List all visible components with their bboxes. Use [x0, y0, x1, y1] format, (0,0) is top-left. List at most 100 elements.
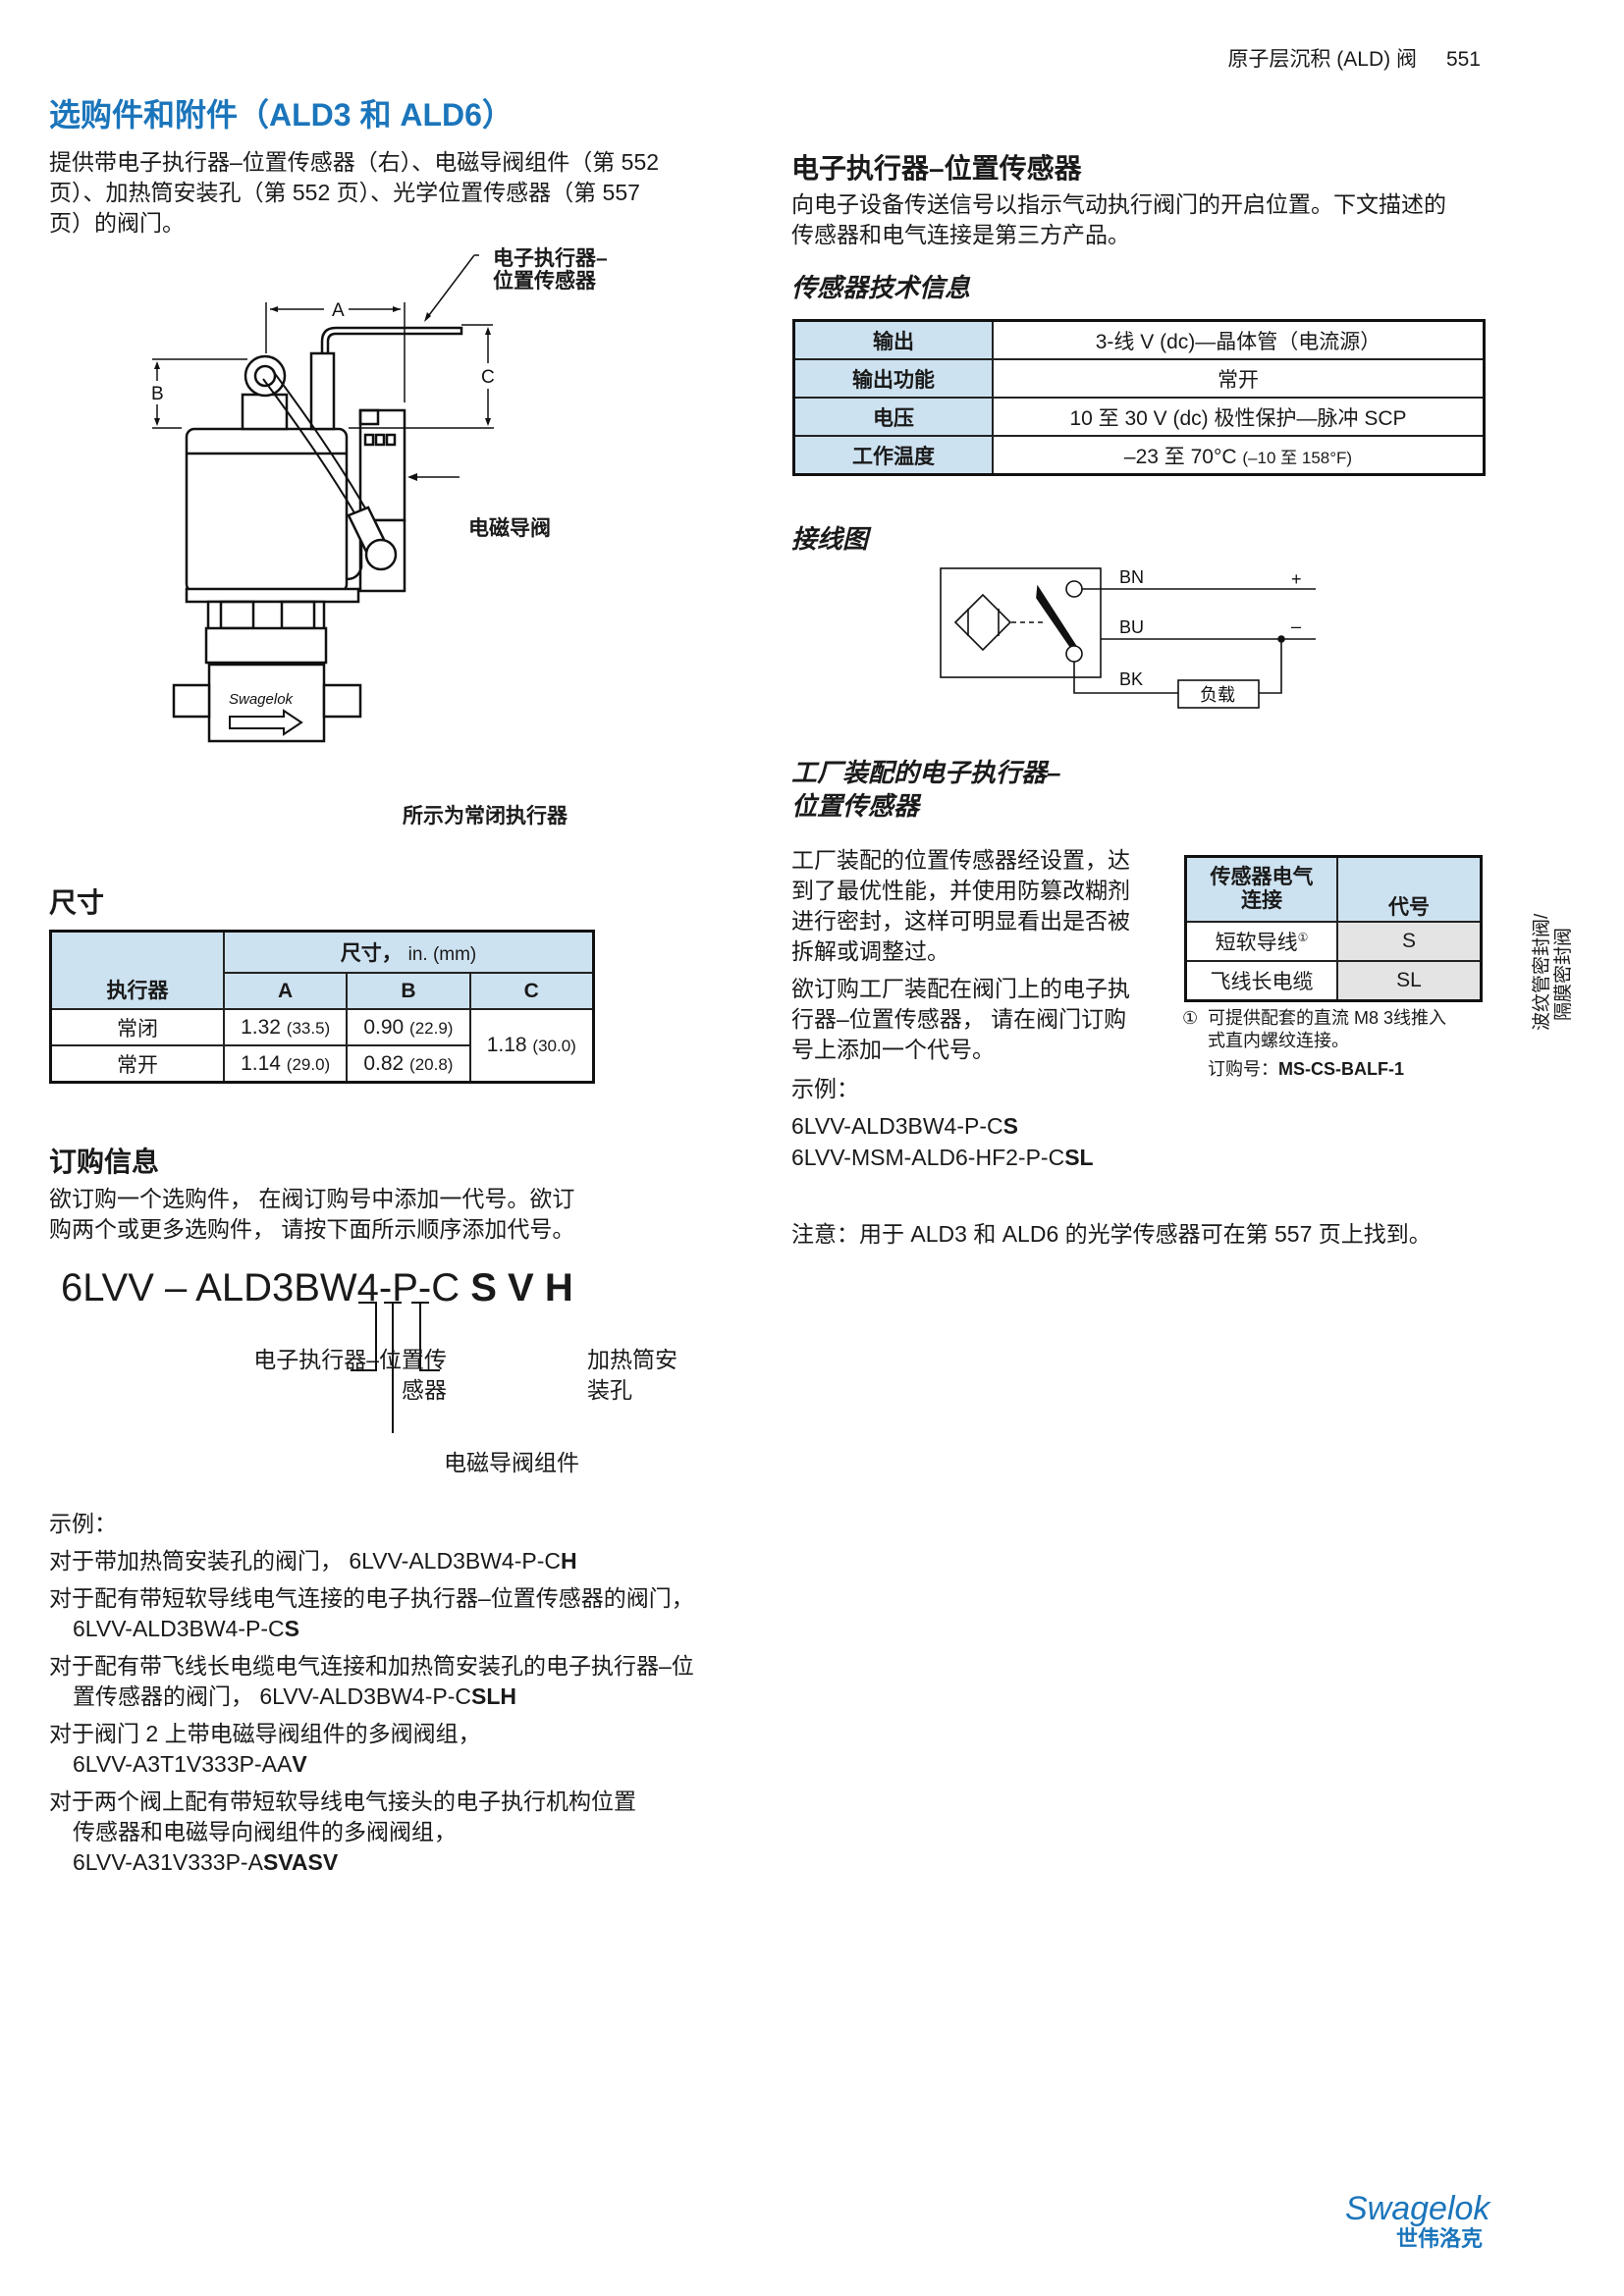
cell: 0.90 (22.9): [346, 1008, 471, 1046]
factory-text-2: 欲订购工厂装配在阀门上的电子执行器–位置传感器， 请在阀门订购号上添加一个代号。: [791, 974, 1164, 1065]
code-suffix: S: [1002, 1113, 1018, 1139]
spec-key: 输出: [792, 319, 994, 360]
col-b: B: [346, 972, 471, 1010]
example-line: 对于阀门 2 上带电磁导阀组件的多阀阀组，: [49, 1721, 481, 1746]
example-line: 传感器和电磁导向阀组件的多阀阀组，: [73, 1819, 457, 1844]
spec-key: 电压: [792, 397, 994, 437]
wiring-diagram: BN BU BK + – 负载: [940, 567, 1316, 709]
temp-c: –23 至 70°C: [1123, 445, 1237, 468]
value: 1.32: [241, 1015, 281, 1039]
solenoid-callout: 电磁导阀: [468, 517, 551, 540]
value: 1.18: [486, 1034, 527, 1056]
cell: 短软导线①: [1184, 921, 1338, 962]
solenoid: [358, 408, 406, 522]
factory-heading: 工厂装配的电子执行器–位置传感器: [791, 756, 1060, 823]
sensor-callout: 电子执行器–位置传感器: [493, 247, 608, 293]
dim-b-label: B: [151, 384, 164, 404]
spec-value: 3-线 V (dc)—晶体管（电流源）: [992, 319, 1486, 360]
value: 0.90: [363, 1015, 405, 1039]
code-base: 6LVV-ALD3BW4-P-C: [791, 1113, 1003, 1139]
text-line: 感器: [402, 1377, 447, 1403]
wiring-heading: 接线图: [791, 524, 869, 554]
ordering-text: 欲订购一个选购件， 在阀订购号中添加一代号。欲订购两个或更多选购件， 请按下面所…: [49, 1184, 574, 1245]
code-base: 6LVV-A3T1V333P-AA: [73, 1751, 293, 1777]
example-line: 对于配有带飞线长电缆电气连接和加热筒安装孔的电子执行器–位: [49, 1653, 694, 1679]
minus-sign: –: [1291, 616, 1301, 636]
example-item: 对于阀门 2 上带电磁导阀组件的多阀阀组， 6LVV-A3T1V333P-AAV: [49, 1719, 756, 1780]
text-line: 欲订购一个选购件， 在阀订购号中添加一代号。欲订: [49, 1186, 575, 1211]
text-line: 拆解或调整过。: [791, 938, 949, 964]
example-code: 6LVV-ALD3BW4-P-CS: [73, 1616, 299, 1641]
col-group: 尺寸， in. (mm): [223, 930, 595, 974]
cell: 常闭: [49, 1008, 225, 1046]
col-group-label: 尺寸，: [340, 942, 403, 965]
cell: S: [1336, 921, 1483, 962]
swagelok-logo: Swagelok 世伟洛克: [1345, 2191, 1489, 2252]
order-number: 订购号：MS-CS-BALF-1: [1208, 1058, 1446, 1081]
spec-key: 输出功能: [792, 358, 994, 399]
label-heater: 加热筒安装孔: [587, 1345, 677, 1406]
value: 1.14: [241, 1051, 281, 1075]
value: 0.82: [363, 1051, 405, 1075]
wire-bu: BU: [1119, 617, 1144, 637]
examples-heading: 示例：: [49, 1511, 117, 1536]
optical-note: 注意：用于 ALD3 和 ALD6 的光学传感器可在第 557 页上找到。: [791, 1221, 1432, 1247]
sensor-desc: 向电子设备传送信号以指示气动执行阀门的开启位置。下文描述的传感器和电气连接是第三…: [791, 189, 1446, 250]
value-mm: (33.5): [286, 1018, 331, 1038]
col-a: A: [222, 972, 349, 1010]
dim-a-label: A: [332, 300, 345, 321]
plus-sign: +: [1291, 569, 1302, 589]
value-mm: (22.9): [409, 1018, 454, 1038]
example-code: 6LVV-ALD3BW4-P-CH: [349, 1548, 576, 1574]
header-line: 传感器电气: [1210, 866, 1314, 888]
wire-bn: BN: [1119, 567, 1144, 587]
factory-example-1: 6LVV-ALD3BW4-P-CS: [791, 1111, 1018, 1142]
table-row: 输出功能常开: [792, 358, 1486, 399]
text-line: 装孔: [587, 1377, 632, 1403]
dim-c-label: C: [481, 367, 495, 388]
section-name: 原子层沉积 (ALD) 阀: [1227, 48, 1417, 71]
example-line: 6LVV-A3T1V333P-AAV: [49, 1749, 756, 1780]
value-mm: (20.8): [409, 1054, 454, 1074]
intro-line: 提供带电子执行器–位置传感器（右）、电磁导阀组件（第 552: [49, 149, 660, 175]
spec-heading: 传感器技术信息: [791, 273, 971, 302]
footnote-line: 可提供配套的直流 M8 3线推入: [1208, 1008, 1447, 1028]
temp-f: (–10 至 158°F): [1242, 448, 1353, 467]
label-solenoid: 电磁导阀组件: [444, 1450, 579, 1475]
header-line: 连接: [1241, 889, 1282, 912]
example-line: 对于配有带短软导线电气连接的电子执行器–位置传感器的阀门，: [49, 1585, 694, 1611]
code-base: 6LVV-MSM-ALD6-HF2-P-C: [791, 1145, 1065, 1170]
code-v: V: [508, 1266, 534, 1309]
example-line: 对于带加热筒安装孔的阀门， 6LVV-ALD3BW4-P-CH: [49, 1548, 577, 1574]
code-suffix: V: [292, 1751, 307, 1777]
cell: 0.82 (20.8): [346, 1044, 471, 1084]
code-suffix: SVASV: [262, 1849, 339, 1875]
intro-line: 页）的阀门。: [49, 210, 185, 236]
text-line: 传感器和电气连接是第三方产品。: [791, 222, 1130, 247]
cell: 1.14 (29.0): [222, 1044, 349, 1084]
code-suffix: SL: [1064, 1145, 1094, 1170]
example-line: 对于两个阀上配有带短软导线电气接头的电子执行机构位置: [49, 1789, 636, 1814]
connection-name: 短软导线: [1215, 932, 1298, 954]
code-base: 6LVV-ALD3BW4-P-C: [259, 1683, 471, 1709]
code-base: 6LVV-A31V333P-A: [73, 1849, 263, 1875]
spec-value: 10 至 30 V (dc) 极性保护—脉冲 SCP: [992, 397, 1486, 437]
side-tab: 波纹管密封阀/ 隔膜密封阀: [1532, 913, 1624, 1041]
label-sensor: 电子执行器–位置传感器: [187, 1345, 447, 1406]
spec-value: –23 至 70°C (–10 至 158°F): [992, 435, 1486, 476]
callout-line: 电子执行器–: [493, 247, 608, 270]
value-mm: (29.0): [286, 1054, 331, 1074]
example-line: 6LVV-A31V333P-ASVASV: [49, 1847, 756, 1878]
example-code: 6LVV-ALD3BW4-P-CSLH: [259, 1683, 516, 1709]
page-title: 选购件和附件（ALD3 和 ALD6）: [49, 97, 514, 133]
cell: 1.18 (30.0): [468, 1008, 595, 1084]
text-line: 工厂装配的位置传感器经设置，达: [791, 847, 1130, 873]
text-line: 欲订购工厂装配在阀门上的电子执: [791, 976, 1130, 1001]
code-suffix: SLH: [470, 1683, 516, 1709]
